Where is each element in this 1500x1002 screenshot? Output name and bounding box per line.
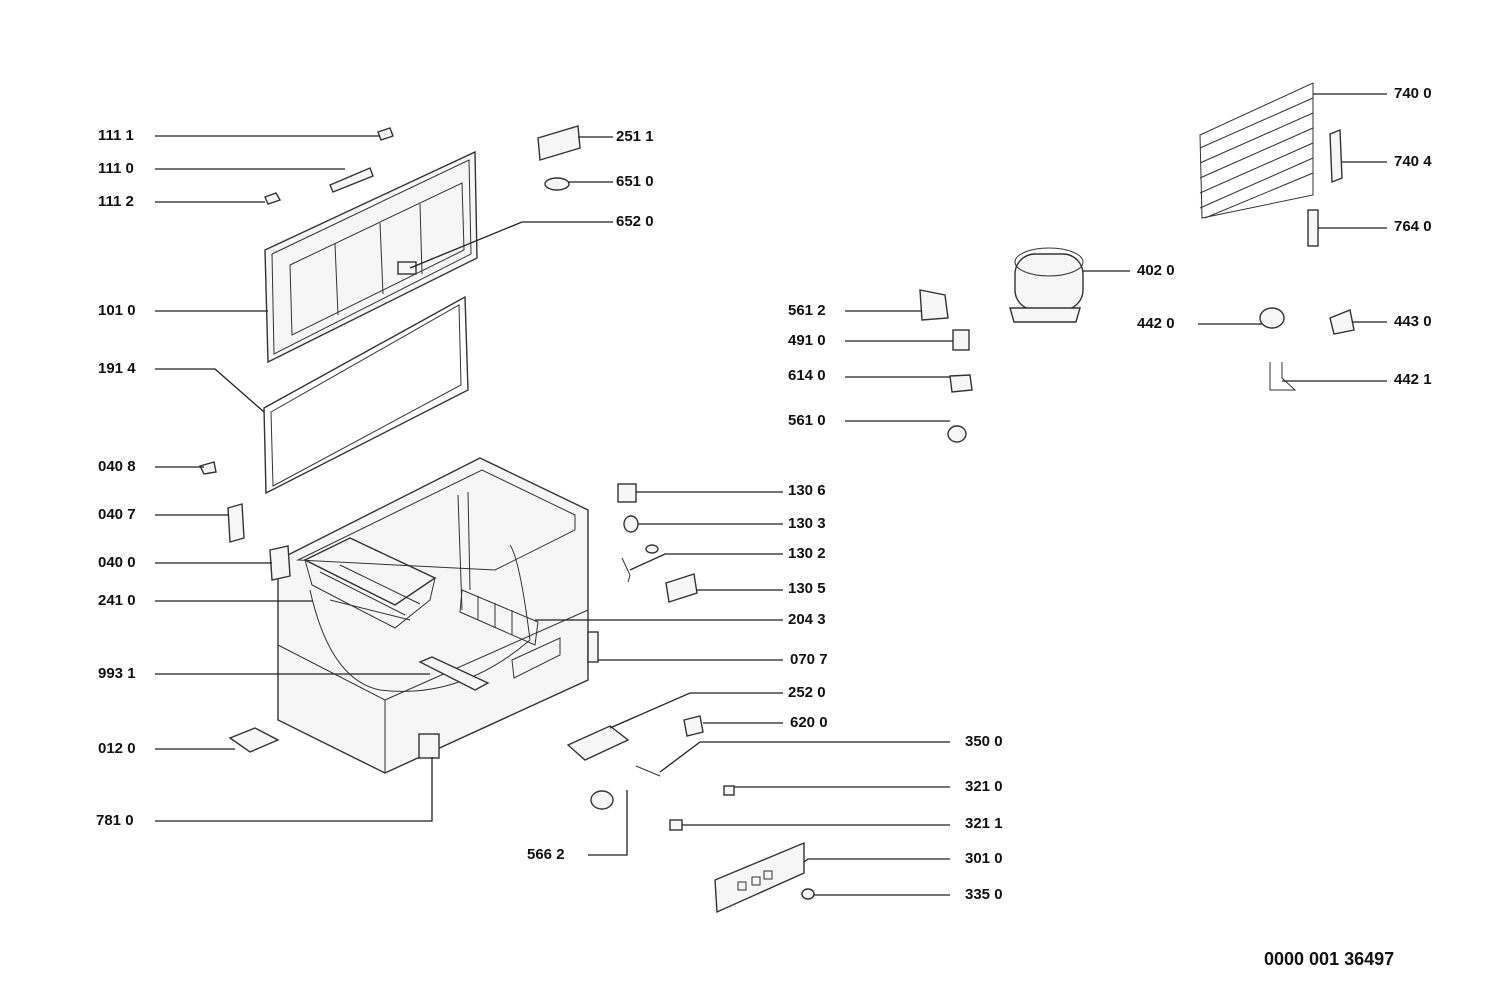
part-label-443-0: 443 0 bbox=[1394, 313, 1432, 330]
part-label-204-3: 204 3 bbox=[788, 611, 826, 628]
clamp bbox=[1329, 309, 1355, 335]
indicator-lamp-alt bbox=[669, 819, 683, 831]
part-label-993-1: 993 1 bbox=[98, 665, 136, 682]
lid bbox=[264, 150, 478, 364]
part-label-301-0: 301 0 bbox=[965, 850, 1003, 867]
part-label-130-6: 130 6 bbox=[788, 482, 826, 499]
part-label-130-3: 130 3 bbox=[788, 515, 826, 532]
panel-button bbox=[751, 876, 761, 886]
part-label-241-0: 241 0 bbox=[98, 592, 136, 609]
cabinet bbox=[277, 457, 589, 774]
switch bbox=[683, 715, 704, 737]
part-label-651-0: 651 0 bbox=[616, 173, 654, 190]
part-label-402-0: 402 0 bbox=[1137, 262, 1175, 279]
plug-box bbox=[418, 733, 440, 759]
part-label-491-0: 491 0 bbox=[788, 332, 826, 349]
part-label-350-0: 350 0 bbox=[965, 733, 1003, 750]
connector bbox=[949, 374, 973, 393]
spring-coil bbox=[590, 790, 614, 810]
overload bbox=[952, 329, 970, 351]
indicator-lamp bbox=[723, 785, 735, 796]
foot-bracket bbox=[228, 727, 280, 753]
evaporator-panel bbox=[459, 589, 539, 646]
part-label-561-2: 561 2 bbox=[788, 302, 826, 319]
thermostat-knob bbox=[623, 515, 639, 533]
basket bbox=[303, 537, 437, 629]
bracket bbox=[1269, 362, 1297, 391]
hinge bbox=[269, 545, 291, 581]
part-label-101-0: 101 0 bbox=[98, 302, 136, 319]
ventilation-grille bbox=[587, 631, 599, 663]
part-label-764-0: 764 0 bbox=[1394, 218, 1432, 235]
panel-button bbox=[737, 881, 747, 891]
part-label-614-0: 614 0 bbox=[788, 367, 826, 384]
part-label-561-0: 561 0 bbox=[788, 412, 826, 429]
document-number: 0000 001 36497 bbox=[1264, 949, 1395, 969]
dryer-filter bbox=[1307, 209, 1319, 247]
part-label-012-0: 012 0 bbox=[98, 740, 136, 757]
part-label-442-0: 442 0 bbox=[1137, 315, 1175, 332]
part-label-252-0: 252 0 bbox=[788, 684, 826, 701]
part-label-620-0: 620 0 bbox=[790, 714, 828, 731]
part-label-321-0: 321 0 bbox=[965, 778, 1003, 795]
part-label-566-2: 566 2 bbox=[527, 846, 565, 863]
thermostat-box bbox=[665, 573, 698, 603]
control-box bbox=[566, 725, 630, 761]
part-label-781-0: 781 0 bbox=[96, 812, 134, 829]
part-label-191-4: 191 4 bbox=[98, 360, 136, 377]
panel-button bbox=[763, 870, 773, 880]
compressor bbox=[1009, 247, 1084, 323]
part-label-740-0: 740 0 bbox=[1394, 85, 1432, 102]
thermostat-housing bbox=[617, 483, 637, 503]
part-label-040-0: 040 0 bbox=[98, 554, 136, 571]
part-label-321-1: 321 1 bbox=[965, 815, 1003, 832]
relay bbox=[919, 289, 949, 321]
leader-lines bbox=[155, 93, 1387, 896]
drain-channel bbox=[418, 656, 490, 691]
part-label-335-0: 335 0 bbox=[965, 886, 1003, 903]
condenser-bracket bbox=[1329, 128, 1343, 184]
handle-clip bbox=[264, 192, 282, 205]
part-label-111-0: 111 0 bbox=[98, 160, 134, 177]
handle-bar bbox=[329, 167, 374, 193]
part-label-130-5: 130 5 bbox=[788, 580, 826, 597]
part-label-070-7: 070 7 bbox=[790, 651, 828, 668]
part-label-442-1: 442 1 bbox=[1394, 371, 1432, 388]
panel-knob bbox=[801, 888, 815, 900]
hinge-cover bbox=[227, 503, 245, 543]
condenser bbox=[1199, 82, 1314, 219]
capacitor bbox=[947, 425, 967, 443]
part-label-040-7: 040 7 bbox=[98, 506, 136, 523]
part-label-111-2: 111 2 bbox=[98, 193, 134, 210]
part-label-251-1: 251 1 bbox=[616, 128, 654, 145]
part-label-652-0: 652 0 bbox=[616, 213, 654, 230]
sensor-wire bbox=[635, 765, 661, 777]
lamp bbox=[544, 177, 570, 191]
grommet bbox=[1259, 307, 1285, 329]
part-label-111-1: 111 1 bbox=[98, 127, 134, 144]
part-label-740-4: 740 4 bbox=[1394, 153, 1432, 170]
part-label-130-2: 130 2 bbox=[788, 545, 826, 562]
light-cover bbox=[537, 125, 581, 161]
thermostat-wire bbox=[621, 557, 631, 583]
part-label-040-8: 040 8 bbox=[98, 458, 136, 475]
lid-seal bbox=[263, 295, 469, 495]
hinge-small bbox=[198, 461, 217, 475]
handle-cap bbox=[377, 127, 394, 141]
thermostat-screw bbox=[645, 544, 659, 554]
